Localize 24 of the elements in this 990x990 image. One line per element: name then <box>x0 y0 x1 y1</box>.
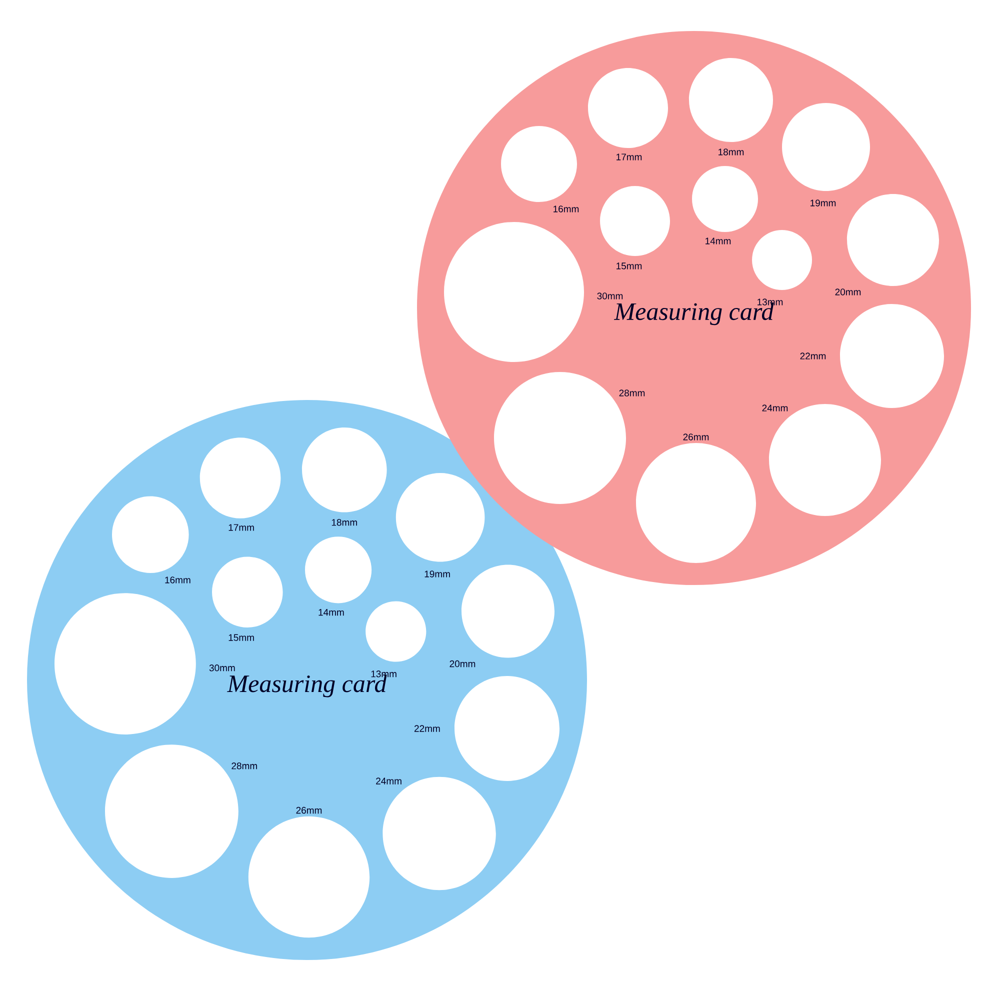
size-label: 17mm <box>228 524 254 531</box>
size-label: 20mm <box>835 288 861 296</box>
size-label: 28mm <box>232 762 257 770</box>
size-label: 14mm <box>318 609 344 616</box>
size-label: 30mm <box>209 664 235 672</box>
size-label: 26mm <box>296 806 322 814</box>
size-label: 15mm <box>616 262 642 270</box>
size-label: 22mm <box>800 352 826 360</box>
size-label: 17mm <box>616 154 642 160</box>
size-label: 28mm <box>619 390 645 396</box>
size-label: 24mm <box>762 404 788 412</box>
size-label: 18mm <box>718 148 744 156</box>
size-label: 14mm <box>706 238 731 244</box>
size-label: 20mm <box>450 660 476 668</box>
size-label: 19mm <box>810 200 836 206</box>
size-label: 16mm <box>554 206 579 212</box>
size-label: 26mm <box>683 434 709 440</box>
size-label: 24mm <box>376 778 402 784</box>
size-label: 22mm <box>414 725 440 732</box>
size-label: 18mm <box>332 519 357 526</box>
size-label: 16mm <box>165 576 190 584</box>
size-label: 19mm <box>424 570 450 578</box>
size-label: 30mm <box>597 292 623 300</box>
size-label: 15mm <box>228 634 254 641</box>
